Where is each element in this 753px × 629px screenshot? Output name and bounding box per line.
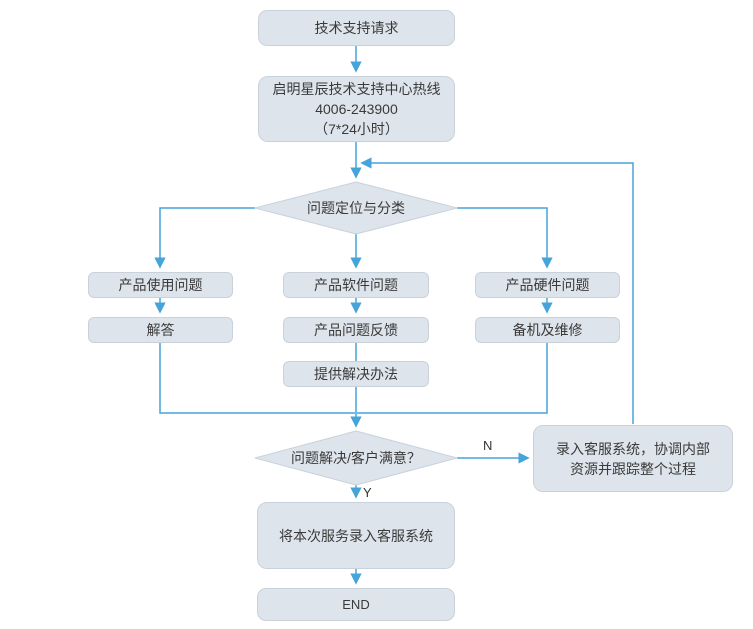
node-crm-track: 录入客服系统，协调内部 资源并跟踪整个过程 <box>533 425 733 492</box>
edge-classify-to-usage <box>154 207 255 269</box>
node-provide-solution: 提供解决办法 <box>283 361 429 387</box>
edge-repair-to-merge <box>357 343 548 414</box>
node-record-service: 将本次服务录入客服系统 <box>257 502 455 569</box>
edge-classify-to-hardware <box>457 207 553 269</box>
crm-line-1: 录入客服系统，协调内部 <box>556 440 710 457</box>
hotline-line-2: 4006-243900 <box>315 101 398 117</box>
edge-answer-to-merge <box>159 343 355 414</box>
node-software-issue: 产品软件问题 <box>283 272 429 298</box>
edge-feedback-loop <box>360 157 634 424</box>
hotline-line-3: （7*24小时） <box>314 121 399 137</box>
edge-label-no: N <box>483 438 493 453</box>
node-usage-issue: 产品使用问题 <box>88 272 233 298</box>
hotline-line-1: 启明星辰技术支持中心热线 <box>272 81 441 97</box>
edge-label-yes: Y <box>363 485 372 500</box>
node-start: 技术支持请求 <box>258 10 455 46</box>
node-hardware-issue: 产品硬件问题 <box>475 272 620 298</box>
decision-classify-shape <box>254 181 458 235</box>
node-end: END <box>257 588 455 621</box>
node-issue-feedback: 产品问题反馈 <box>283 317 429 343</box>
decision-satisfied-shape <box>254 430 458 486</box>
node-hotline: 启明星辰技术支持中心热线 4006-243900 （7*24小时） <box>258 76 455 142</box>
crm-line-2: 资源并跟踪整个过程 <box>570 460 696 477</box>
node-backup-repair: 备机及维修 <box>475 317 620 343</box>
node-answer: 解答 <box>88 317 233 343</box>
